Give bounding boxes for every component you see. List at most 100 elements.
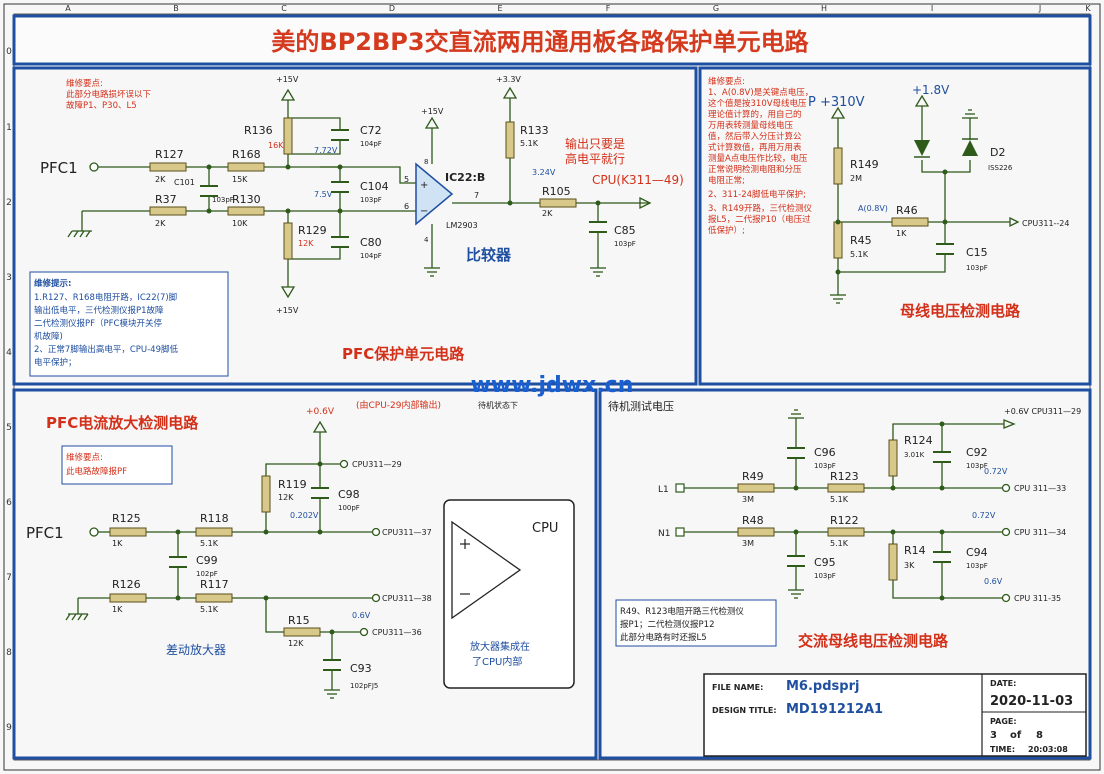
cpu34-label: CPU 311—34 [1014, 528, 1066, 537]
n1-terminal [675, 527, 685, 537]
pfc-note-line-2: 故障P1、P30、L5 [66, 100, 137, 111]
pfc-current-section-title: PFC电流放大检测电路 [46, 414, 199, 432]
bus-note-11: 3、R149开路，三代检测仪 [708, 203, 813, 214]
c80-value: 104pF [360, 252, 382, 260]
r149-resistor [833, 147, 843, 185]
c72-value: 104pF [360, 140, 382, 148]
tips-line-3: 二代检测仪报PF（PFC模块开关停 [34, 318, 162, 329]
pfc-current-ground-icon [65, 613, 89, 621]
tips-line-1: 1.R127、R168电阻开路，IC22(7)脚 [34, 292, 177, 303]
amp-note-1: 放大器集成在 [470, 640, 530, 653]
col-i: I [931, 4, 933, 13]
r125-value: 1K [112, 539, 123, 548]
c96-ground-icon [788, 409, 804, 419]
v06-current-label: 0.6V [352, 611, 371, 620]
r119-label: R119 [278, 478, 307, 491]
row-6: 6 [6, 498, 12, 508]
r129-value: 12K [298, 239, 314, 248]
bus-note-3: 理论值计算的，用自己的 [708, 109, 802, 120]
r119-value: 12K [278, 493, 294, 502]
bus-note-1: 1、A(0.8V)是关键点电压， [708, 87, 813, 98]
col-g: G [713, 4, 719, 13]
r37-resistor [149, 206, 187, 216]
r49-label: R49 [742, 470, 764, 483]
r126-resistor [109, 593, 147, 603]
c93-value: 102pFJ5 [350, 682, 378, 690]
ac-bus-frame [598, 388, 1092, 760]
r127-label: R127 [155, 148, 184, 161]
cpu33-label: CPU 311—33 [1014, 484, 1066, 493]
col-k: K [1085, 4, 1091, 13]
r122-resistor [827, 527, 865, 537]
pin7-label: 7 [474, 191, 479, 200]
output-note-2: 高电平就行 [565, 151, 625, 166]
r126-value: 1K [112, 605, 123, 614]
bus-note-12: 报L5，二代报P10（电压过 [708, 214, 811, 225]
r15-label: R15 [288, 614, 310, 627]
ac-bus-junctions [793, 421, 945, 601]
ac-bus-wires [684, 418, 1004, 599]
bus-ground-icon [830, 294, 846, 304]
d2-label: D2 [990, 146, 1005, 159]
c93-label: C93 [350, 662, 372, 675]
r123-label: R123 [830, 470, 859, 483]
page-title: 美的BP2BP3交直流两用通用板各路保护单元电路 [271, 28, 809, 56]
pfc-current-cap-plates [169, 487, 341, 671]
plus06-arrow-icon [312, 420, 328, 433]
c95-ground-icon [788, 589, 804, 599]
bus-note-6: 式计算数值，再用万用表 [708, 142, 802, 153]
date-value: 2020-11-03 [990, 694, 1073, 709]
date-label: DATE: [990, 679, 1016, 688]
c85-value: 103pF [614, 240, 636, 248]
c85-ground-icon [590, 267, 606, 277]
bus-note-13: 低保护）; [708, 225, 745, 236]
pfc-protect-frame [12, 66, 698, 386]
r129-label: R129 [298, 224, 327, 237]
r118-value: 5.1K [200, 539, 219, 548]
r123-value: 5.1K [830, 495, 849, 504]
l1-label: L1 [658, 485, 669, 495]
pfc-current-note-box [61, 445, 173, 485]
r149-label: R149 [850, 158, 879, 171]
plus15-bottom-label: +15V [276, 306, 299, 315]
cpu35-label: CPU 311-35 [1014, 594, 1061, 603]
r14-resistor [888, 543, 898, 581]
tips-line-5: 2、正常7脚输出高电平，CPU-49脚低 [34, 344, 178, 355]
page-of: of [1010, 730, 1022, 741]
r168-value: 15K [232, 175, 248, 184]
ac-note-2: 报P1；二代检测仪报P12 [620, 619, 714, 630]
r123-resistor [827, 483, 865, 493]
v772-label: 7.72V [314, 146, 338, 155]
col-f: F [606, 4, 611, 13]
col-b: B [173, 4, 179, 13]
r118-label: R118 [200, 512, 229, 525]
r122-value: 5.1K [830, 539, 849, 548]
title-block-frame [703, 673, 1087, 757]
c101-label: C101 [174, 178, 195, 187]
row-4: 4 [6, 348, 12, 358]
bus-note-8: 正常说明检测电阻和分压 [708, 164, 802, 175]
r45-label: R45 [850, 234, 872, 247]
r46-label: R46 [896, 204, 918, 217]
cpu-out-label: CPU(K311—49) [592, 173, 684, 187]
plus33-arrow-icon [502, 86, 518, 99]
c93-ground-icon [324, 689, 340, 699]
row-5: 5 [6, 423, 12, 433]
page-label: PAGE: [990, 717, 1017, 726]
d2-part: ISS226 [988, 164, 1013, 172]
r133-label: R133 [520, 124, 549, 137]
outer-frame [3, 3, 1101, 771]
v75-label: 7.5V [314, 190, 333, 199]
r48-label: R48 [742, 514, 764, 527]
r118-resistor [195, 527, 233, 537]
plus18-label: +1.8V [912, 83, 950, 97]
r37-label: R37 [155, 193, 177, 206]
p310-arrow-icon [830, 106, 846, 119]
c96-label: C96 [814, 446, 836, 459]
file-name-label: FILE NAME: [712, 683, 763, 692]
c92-value: 103pF [966, 462, 988, 470]
r48-value: 3M [742, 539, 754, 548]
r124-label: R124 [904, 434, 933, 447]
col-e: E [497, 4, 502, 13]
